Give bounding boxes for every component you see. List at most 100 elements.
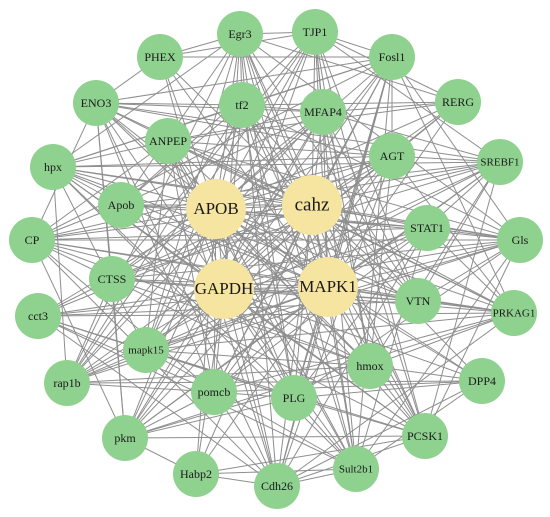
edge-PLG-pkm: [124, 397, 295, 439]
edge-DPP4-Cdh26: [276, 380, 483, 487]
node-CTSS[interactable]: CTSS: [89, 256, 135, 302]
edge-MAPK1-mapk15: [145, 286, 329, 351]
node-CP[interactable]: CP: [9, 217, 55, 263]
node-STAT1[interactable]: STAT1: [404, 205, 450, 251]
edge-Apob-STAT1: [120, 204, 428, 229]
edge-TJP1-hmox: [314, 31, 371, 367]
node-PCSK1[interactable]: PCSK1: [402, 413, 448, 459]
edge-pkm-PCSK1: [124, 435, 426, 439]
node-cahz[interactable]: cahz: [282, 175, 342, 235]
node-TJP1[interactable]: TJP1: [292, 9, 338, 55]
node-circle-Cdh26: [254, 463, 300, 509]
edge-AGT-hmox: [369, 155, 393, 367]
edge-MFAP4-PCSK1: [322, 111, 426, 437]
node-hmox[interactable]: hmox: [347, 343, 393, 389]
edge-ENO3-AGT: [95, 102, 393, 157]
edge-MAPK1-PHEX: [159, 56, 329, 288]
node-MAPK1[interactable]: MAPK1: [298, 257, 358, 317]
node-mapk15[interactable]: mapk15: [123, 327, 169, 373]
edge-Gls-Sult2b1: [355, 239, 521, 470]
node-RERG[interactable]: RERG: [435, 79, 481, 125]
node-Gls[interactable]: Gls: [497, 217, 543, 263]
node-label-pkm: pkm: [114, 431, 136, 445]
edge-Fosl1-ENO3: [95, 56, 393, 104]
edge-STAT1-Sult2b1: [355, 227, 428, 470]
edge-GAPDH-TJP1: [223, 31, 316, 290]
node-AGT[interactable]: AGT: [369, 133, 415, 179]
node-circle-ANPEP: [145, 118, 191, 164]
node-circle-MAPK1: [298, 257, 358, 317]
edge-STAT1-mapk15: [145, 227, 428, 351]
edge-rap1b-pomcb: [66, 382, 215, 393]
node-PHEX[interactable]: PHEX: [137, 34, 183, 80]
node-circle-hpx: [30, 144, 76, 190]
node-circle-pkm: [102, 415, 148, 461]
edge-tf2-PLG: [241, 104, 295, 399]
node-cct3[interactable]: cct3: [15, 293, 61, 339]
node-label-Sult2b1: Sult2b1: [339, 464, 373, 476]
edge-Gls-PCSK1: [424, 239, 521, 437]
node-PLG[interactable]: PLG: [271, 375, 317, 421]
node-label-PRKAG1: PRKAG1: [493, 308, 536, 320]
node-VTN[interactable]: VTN: [395, 278, 441, 324]
edge-SREBF1-hmox: [369, 161, 501, 367]
edge-CTSS-hmox: [111, 278, 371, 367]
node-label-MFAP4: MFAP4: [304, 105, 342, 119]
edge-SREBF1-VTN: [417, 161, 501, 302]
edge-Fosl1-Sult2b1: [355, 56, 393, 470]
node-label-TJP1: TJP1: [303, 25, 328, 39]
node-ENO3[interactable]: ENO3: [73, 80, 119, 126]
node-PRKAG1[interactable]: PRKAG1: [491, 290, 537, 336]
edge-MFAP4-rap1b: [66, 111, 324, 384]
edge-MAPK1-hpx: [52, 166, 329, 288]
node-Cdh26[interactable]: Cdh26: [254, 463, 300, 509]
node-Sult2b1[interactable]: Sult2b1: [333, 446, 379, 492]
edge-CP-pkm: [31, 239, 126, 439]
edge-hpx-rap1b: [52, 166, 68, 384]
edge-mapk15-Sult2b1: [145, 349, 357, 470]
node-label-ENO3: ENO3: [81, 96, 112, 110]
node-circle-cahz: [282, 175, 342, 235]
node-tf2[interactable]: tf2: [219, 82, 265, 128]
node-DPP4[interactable]: DPP4: [459, 358, 505, 404]
edge-ANPEP-AGT: [167, 140, 393, 157]
edge-tf2-RERG: [241, 101, 459, 106]
node-GAPDH[interactable]: GAPDH: [194, 259, 254, 319]
node-Egr3[interactable]: Egr3: [217, 11, 263, 57]
edge-tf2-rap1b: [66, 104, 243, 384]
node-circle-Habp2: [173, 451, 219, 497]
node-pomcb[interactable]: pomcb: [191, 369, 237, 415]
edge-cahz-Sult2b1: [311, 204, 357, 470]
node-label-cahz: cahz: [295, 194, 330, 215]
node-label-STAT1: STAT1: [410, 221, 444, 235]
node-MFAP4[interactable]: MFAP4: [300, 89, 346, 135]
node-label-Cdh26: Cdh26: [261, 479, 293, 493]
node-label-CTSS: CTSS: [98, 272, 127, 286]
node-Apob[interactable]: Apob: [98, 182, 144, 228]
node-circle-GAPDH: [194, 259, 254, 319]
node-Habp2[interactable]: Habp2: [173, 451, 219, 497]
node-circle-mapk15: [123, 327, 169, 373]
node-circle-APOB: [186, 179, 246, 239]
edge-CTSS-pkm: [111, 278, 126, 439]
node-SREBF1[interactable]: SREBF1: [477, 139, 523, 185]
node-Fosl1[interactable]: Fosl1: [369, 34, 415, 80]
node-APOB[interactable]: APOB: [186, 179, 246, 239]
node-label-GAPDH: GAPDH: [195, 279, 254, 298]
node-label-AGT: AGT: [380, 149, 405, 163]
node-label-mapk15: mapk15: [128, 345, 164, 357]
node-circle-CP: [9, 217, 55, 263]
edge-SREBF1-PCSK1: [424, 161, 501, 437]
node-ANPEP[interactable]: ANPEP: [145, 118, 191, 164]
edge-Fosl1-PRKAG1: [391, 56, 515, 314]
edge-cahz-CP: [31, 204, 313, 241]
node-label-DPP4: DPP4: [468, 374, 496, 388]
node-label-hmox: hmox: [356, 359, 383, 373]
node-label-pomcb: pomcb: [198, 385, 231, 399]
node-pkm[interactable]: pkm: [102, 415, 148, 461]
node-circle-PLG: [271, 375, 317, 421]
node-rap1b[interactable]: rap1b: [44, 360, 90, 406]
node-hpx[interactable]: hpx: [30, 144, 76, 190]
node-circle-TJP1: [292, 9, 338, 55]
